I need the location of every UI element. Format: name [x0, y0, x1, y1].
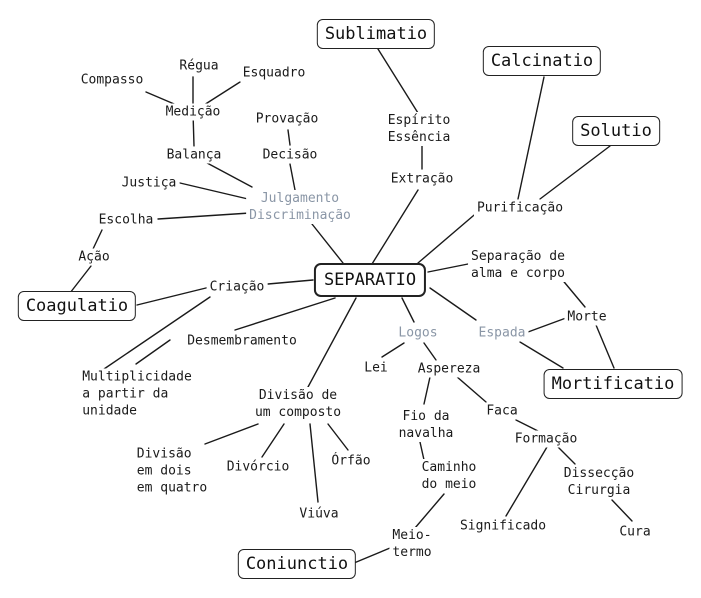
label-medicao: Medição [162, 103, 224, 121]
operation-calcinatio: Calcinatio [482, 46, 602, 76]
label-criacao: Criação [206, 278, 268, 296]
link [611, 499, 633, 522]
link [136, 286, 211, 306]
link [595, 324, 615, 369]
link [287, 129, 291, 146]
label-morte: Morte [564, 308, 610, 326]
label-purificacao: Purificação [473, 199, 567, 217]
link [371, 189, 419, 265]
link [519, 341, 564, 369]
link [157, 212, 251, 220]
label-lei: Lei [361, 359, 391, 377]
label-provacao: Provação [252, 110, 322, 128]
link [414, 493, 445, 529]
link [423, 342, 437, 361]
label-caminho-meio: Caminho do meio [418, 459, 480, 493]
label-decisao: Decisão [259, 146, 321, 164]
label-espada: Espada [475, 324, 529, 342]
link [135, 339, 171, 365]
link [261, 423, 285, 458]
link [429, 287, 477, 321]
link [423, 376, 431, 405]
link [505, 446, 548, 517]
operation-sublimatio: Sublimatio [316, 19, 436, 49]
label-formacao: Formação [511, 430, 581, 448]
label-justica: Justiça [118, 174, 180, 192]
link [204, 423, 259, 445]
link [515, 419, 541, 433]
label-divisao-dois: Divisão em dois em quatro [133, 445, 211, 497]
operation-mortificatio: Mortificatio [543, 369, 683, 399]
link [353, 547, 391, 564]
label-logos: Logos [395, 324, 441, 342]
link [103, 296, 211, 370]
label-orfao: Órfão [328, 452, 374, 470]
link [179, 182, 249, 200]
label-fio-navalha: Fio da navalha [395, 408, 457, 442]
link [381, 342, 405, 358]
label-meio-termo: Meio- termo [389, 527, 435, 561]
label-cura: Cura [616, 523, 654, 541]
link [234, 297, 336, 331]
link [327, 423, 349, 451]
operation-coagulatio: Coagulatio [17, 291, 137, 321]
label-faca: Faca [483, 402, 521, 420]
label-espirito: Espírito Essência [384, 112, 454, 146]
link [455, 375, 487, 403]
label-disseccao: Dissecção Cirurgia [560, 465, 638, 499]
link [419, 441, 425, 461]
label-viuva: Viúva [296, 505, 342, 523]
link [527, 317, 567, 333]
label-julgamento: Julgamento Discriminação [246, 190, 354, 224]
label-compasso: Compasso [77, 71, 147, 89]
link [267, 279, 314, 285]
label-esquadro: Esquadro [239, 64, 309, 82]
link [517, 76, 545, 200]
label-regua: Régua [176, 57, 222, 75]
link [309, 423, 319, 503]
label-divisao-composto: Divisão de um composto [251, 387, 345, 421]
label-divorcio: Divórcio [223, 458, 293, 476]
link [417, 209, 481, 264]
link [559, 276, 586, 308]
label-extracao: Extração [387, 170, 457, 188]
central-node-separatio: SEPARATIO [313, 263, 427, 297]
label-multiplicidade: Multiplicidade a partir da unidade [79, 368, 195, 420]
label-escolha: Escolha [95, 211, 157, 229]
link [307, 297, 357, 388]
link [92, 229, 103, 250]
label-aspereza: Aspereza [414, 360, 484, 378]
link [377, 48, 419, 114]
link [427, 263, 469, 273]
link [69, 265, 92, 294]
link [311, 223, 344, 264]
operation-coniunctio: Coniunctio [237, 549, 357, 579]
operation-solutio: Solutio [572, 116, 660, 146]
link [539, 145, 611, 200]
label-significado: Significado [456, 517, 550, 535]
label-balanca: Balança [163, 146, 225, 164]
label-acao: Ação [75, 248, 113, 266]
label-separacao-alma: Separação de alma e corpo [468, 248, 568, 282]
label-desmembramento: Desmembramento [184, 332, 300, 350]
link [401, 297, 415, 323]
link [289, 163, 296, 191]
link [557, 446, 576, 465]
